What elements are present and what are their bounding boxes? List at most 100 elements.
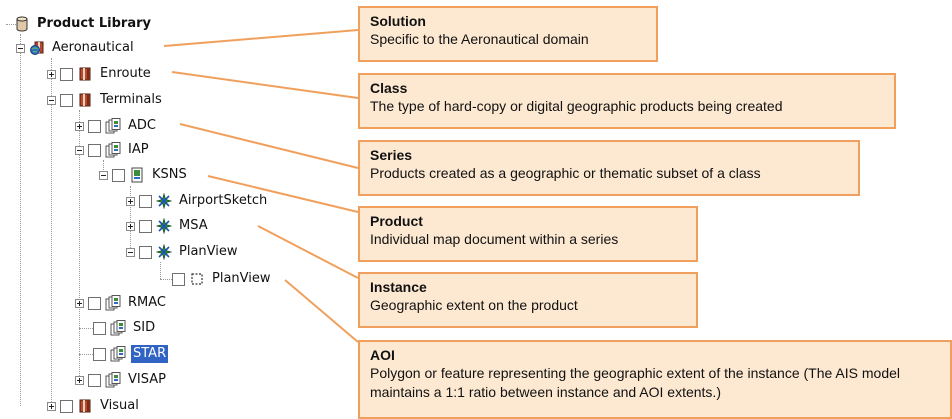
tree-node-star[interactable]: STAR <box>93 344 169 364</box>
tree-node-msa[interactable]: MSA <box>126 216 210 236</box>
checkbox[interactable] <box>139 219 152 233</box>
tree-guide-line <box>6 24 16 25</box>
tree-guide-line <box>103 160 104 174</box>
tree-node-label: KSNS <box>152 167 187 182</box>
tree-node-planview-aoi[interactable]: PlanView <box>172 269 273 289</box>
expand-toggle-icon[interactable] <box>126 196 135 206</box>
tree-node-label: ADC <box>128 118 156 133</box>
tree-node-sid[interactable]: SID <box>93 318 157 338</box>
map-sheets-icon <box>105 372 121 388</box>
expand-toggle-icon[interactable] <box>126 221 135 231</box>
expand-toggle-icon[interactable] <box>47 69 56 79</box>
connector-solution <box>163 29 359 47</box>
checkbox[interactable] <box>60 399 73 413</box>
tree-guide-line <box>79 328 93 329</box>
tree-node-terminals[interactable]: Terminals <box>47 90 164 110</box>
callout-title: Product <box>370 213 423 229</box>
checkbox[interactable] <box>93 321 106 335</box>
callout-description: Products created as a geographic or them… <box>370 165 761 181</box>
tree-node-label: PlanView <box>212 271 271 286</box>
collapse-toggle-icon[interactable] <box>16 43 25 53</box>
tree-guide-line <box>20 34 21 406</box>
map-sheets-icon <box>105 142 121 158</box>
tree-node-enroute[interactable]: Enroute <box>47 64 153 84</box>
checkbox[interactable] <box>60 93 73 107</box>
book-icon <box>77 66 93 82</box>
callout-title: Class <box>370 80 408 96</box>
checkbox[interactable] <box>139 194 152 208</box>
tree-node-label: Aeronautical <box>52 40 134 55</box>
tree-node-label: RMAC <box>128 295 166 310</box>
checkbox[interactable] <box>88 119 101 133</box>
callout-series: Series Products created as a geographic … <box>358 140 860 196</box>
tree-node-visap[interactable]: VISAP <box>75 370 168 390</box>
checkbox[interactable] <box>60 67 73 81</box>
tree-guide-line <box>51 58 52 406</box>
connector-aoi <box>284 279 359 343</box>
tree-node-product-library[interactable]: Product Library <box>14 14 153 34</box>
callout-title: Solution <box>370 13 426 29</box>
connector-class <box>171 71 359 99</box>
tree-node-label: Product Library <box>37 16 151 31</box>
tree-node-label: Terminals <box>100 92 162 107</box>
callout-solution: Solution Specific to the Aeronautical do… <box>358 6 658 62</box>
map-sheets-icon <box>110 320 126 336</box>
callout-title: Instance <box>370 279 427 295</box>
expand-toggle-icon[interactable] <box>47 401 56 411</box>
callout-description: Polygon or feature representing the geog… <box>370 365 900 400</box>
callout-title: Series <box>370 147 413 163</box>
checkbox[interactable] <box>88 143 101 157</box>
expand-toggle-icon[interactable] <box>75 121 84 131</box>
callout-description: Individual map document within a series <box>370 231 619 247</box>
tree-node-planview-instance[interactable]: PlanView <box>126 242 240 262</box>
map-document-icon <box>129 167 145 183</box>
instance-star-icon <box>156 244 172 260</box>
callout-product: Product Individual map document within a… <box>358 206 698 262</box>
book-icon <box>77 92 93 108</box>
collapse-toggle-icon[interactable] <box>126 247 135 257</box>
tree-node-label: SID <box>133 320 156 335</box>
tree-node-iap[interactable]: IAP <box>75 140 151 160</box>
checkbox[interactable] <box>93 347 106 361</box>
tree-node-rmac[interactable]: RMAC <box>75 293 168 313</box>
connector-series <box>179 123 359 169</box>
tree-node-airportsketch[interactable]: AirportSketch <box>126 191 269 211</box>
callout-class: Class The type of hard-copy or digital g… <box>358 73 896 129</box>
database-icon <box>14 16 30 32</box>
tree-node-label: Visual <box>100 398 139 413</box>
expand-toggle-icon[interactable] <box>75 375 84 385</box>
map-sheets-icon <box>110 346 126 362</box>
checkbox[interactable] <box>88 373 101 387</box>
checkbox[interactable] <box>88 296 101 310</box>
globe-book-icon <box>29 40 45 56</box>
tree-guide-line <box>160 262 161 279</box>
tree-node-aeronautical[interactable]: Aeronautical <box>16 38 136 58</box>
collapse-toggle-icon[interactable] <box>47 95 56 105</box>
tree-node-label-selected: STAR <box>131 345 169 363</box>
collapse-toggle-icon[interactable] <box>99 170 108 180</box>
callout-description: Geographic extent on the product <box>370 297 578 313</box>
tree-guide-line <box>160 279 172 280</box>
tree-node-adc[interactable]: ADC <box>75 116 158 136</box>
connector-instance <box>257 225 359 279</box>
expand-toggle-icon[interactable] <box>75 298 84 308</box>
checkbox[interactable] <box>112 168 125 182</box>
checkbox[interactable] <box>139 245 152 259</box>
tree-guide-line <box>79 354 93 355</box>
book-icon <box>77 398 93 414</box>
tree-node-ksns[interactable]: KSNS <box>99 165 189 185</box>
tree-guide-line <box>130 186 131 254</box>
aoi-dashed-square-icon <box>189 271 205 287</box>
tree-node-label: VISAP <box>128 372 166 387</box>
callout-description: Specific to the Aeronautical domain <box>370 31 589 47</box>
collapse-toggle-icon[interactable] <box>75 145 84 155</box>
tree-node-label: IAP <box>128 142 149 157</box>
tree-node-visual[interactable]: Visual <box>47 396 141 416</box>
instance-star-icon <box>156 193 172 209</box>
tree-node-label: AirportSketch <box>179 193 268 208</box>
checkbox[interactable] <box>172 272 185 286</box>
tree-guide-line <box>79 110 80 380</box>
instance-star-icon <box>156 218 172 234</box>
map-sheets-icon <box>105 295 121 311</box>
